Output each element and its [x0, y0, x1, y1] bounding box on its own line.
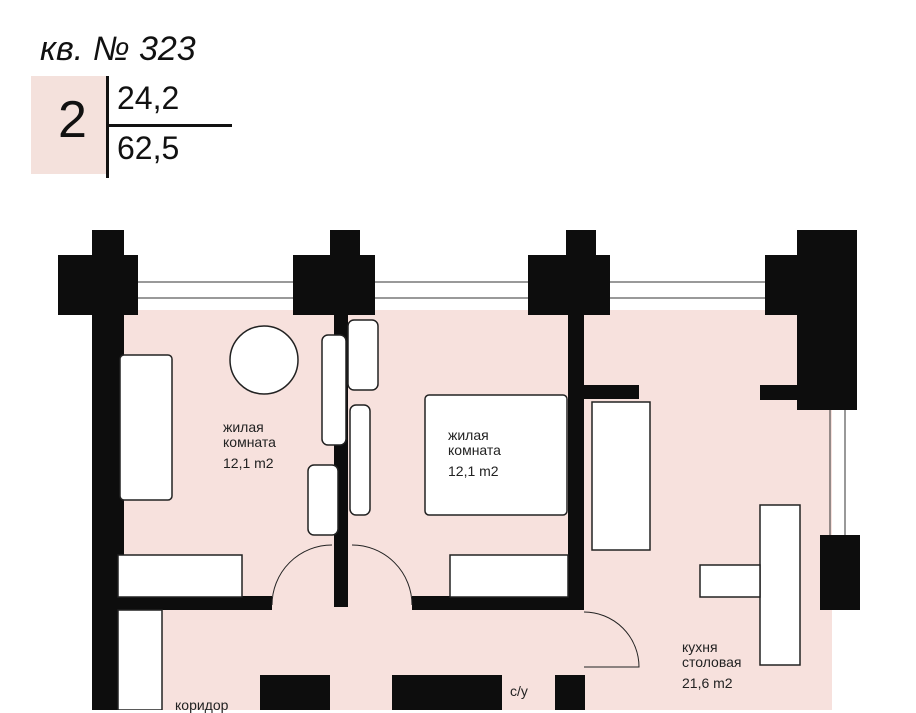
room-name: жилая — [448, 427, 489, 443]
rooms-count: 2 — [58, 91, 87, 149]
room-label-kitchen: кухня столовая 21,6 m2 — [682, 640, 742, 691]
windows — [138, 281, 846, 535]
living-area: 24,2 — [117, 80, 180, 116]
apartment-number: кв. № 323 — [40, 30, 196, 68]
dining-table — [759, 504, 801, 666]
room-area: 12,1 m2 — [223, 455, 274, 471]
room-label-bathroom: с/у — [510, 683, 528, 699]
room-name: комната — [448, 442, 501, 458]
room-name: комната — [223, 434, 276, 450]
coat-closet — [117, 609, 163, 710]
room-label-corridor: коридор — [175, 697, 229, 713]
bed — [119, 354, 173, 501]
total-area: 62,5 — [117, 130, 180, 166]
wardrobe — [117, 554, 243, 598]
room-area: 12,1 m2 — [448, 463, 499, 479]
room-label-living-2: жилая комната 12,1 m2 — [448, 428, 501, 479]
sofa — [591, 401, 651, 551]
divider-vertical — [106, 76, 109, 178]
furniture — [117, 319, 801, 710]
round-table — [229, 325, 299, 395]
wardrobe — [449, 554, 569, 598]
room-area: 21,6 m2 — [682, 675, 733, 691]
room-name: столовая — [682, 654, 742, 670]
doors — [271, 544, 640, 668]
rooms-count-badge — [31, 76, 107, 174]
double-bed — [424, 394, 568, 516]
room-name: кухня — [682, 639, 718, 655]
divider-horizontal — [108, 124, 232, 127]
room-name: жилая — [223, 419, 264, 435]
chair — [699, 564, 761, 598]
room-label-living-1: жилая комната 12,1 m2 — [223, 420, 276, 471]
